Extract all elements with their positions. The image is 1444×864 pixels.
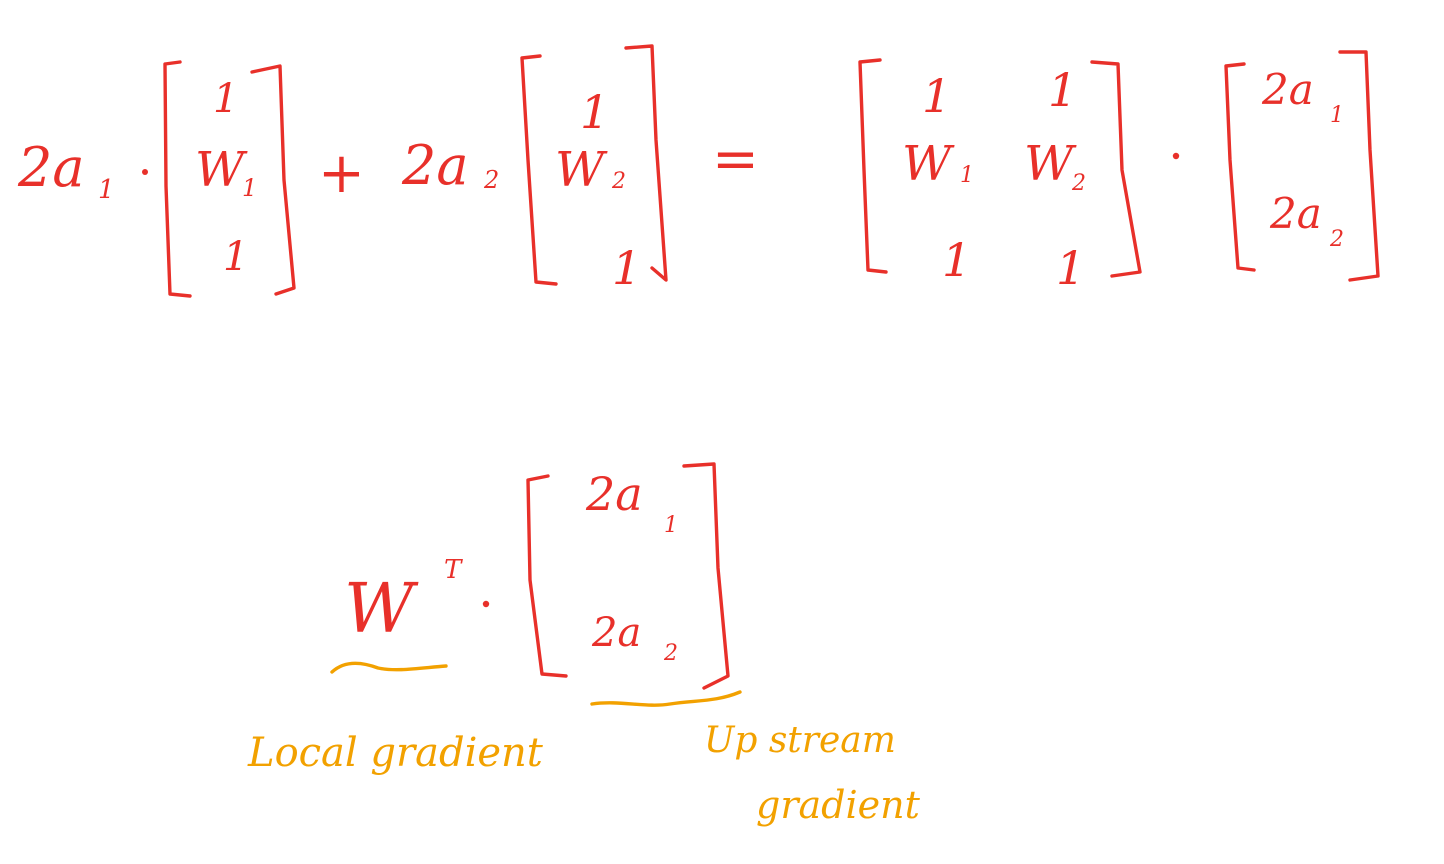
vector-1-right-bracket (250, 64, 296, 296)
term-2-coefficient: 2a 2 (401, 134, 499, 197)
matrix-w-r2c2-subscript: 2 (1071, 171, 1086, 196)
coef-1-text: 2a (17, 136, 85, 199)
vector-1: 1 W 1 1 (163, 60, 296, 298)
matrix-w-r2c1-subscript: 1 (960, 163, 974, 188)
transpose-symbol: T (444, 555, 463, 585)
rhs-vector-r1-subscript: 1 (1330, 103, 1344, 128)
multiply-dot-2 (1172, 152, 1180, 160)
matrix-w-transpose: W (344, 570, 419, 649)
vector-2-top: 1 (580, 85, 609, 139)
local-gradient-label: Local gradient (247, 730, 544, 776)
coef-1-subscript: 1 (98, 175, 115, 205)
vector-2-bottom: 1 (612, 241, 641, 295)
rhs-vector-left-bracket (1224, 62, 1256, 272)
vector-2-mid-subscript: 2 (611, 169, 626, 194)
bottom-vector-r2: 2a (591, 610, 641, 656)
bottom-vector-r2-subscript: 2 (663, 641, 678, 666)
upstream-gradient-label-line1: Up stream (704, 720, 896, 761)
upstream-gradient-annotation: Up stream gradient (590, 690, 921, 827)
matrix-w: 1 1 W 1 W 2 1 1 (858, 58, 1142, 295)
coef-2-text: 2a (401, 134, 469, 197)
equals-sign: = (712, 127, 759, 192)
matrix-w-r1c2: 1 (1048, 63, 1077, 117)
vector-2-right-bracket (624, 44, 668, 282)
local-gradient-annotation: Local gradient (247, 661, 544, 776)
rhs-vector-r2-subscript: 2 (1329, 227, 1344, 252)
vector-1-left-bracket (163, 60, 192, 298)
upstream-gradient-label-line2: gradient (756, 783, 921, 827)
vector-2-left-bracket (520, 54, 558, 286)
vector-2-mid: W (555, 142, 608, 198)
local-gradient-underline (330, 661, 448, 674)
matrix-w-right-bracket (1090, 60, 1142, 278)
bottom-equation: W T 2a 1 2a 2 (344, 462, 730, 690)
rhs-vector-r2: 2a (1269, 189, 1322, 238)
bottom-vector-r1: 2a (585, 467, 643, 521)
plus-sign: + (318, 141, 365, 206)
vector-2: 1 W 2 1 (520, 44, 668, 295)
matrix-w-r3c1: 1 (942, 233, 971, 287)
matrix-w-r2c1: W (902, 136, 955, 192)
coef-2-subscript: 2 (483, 166, 499, 194)
multiply-dot (142, 169, 148, 175)
term-1-coefficient: 2a 1 (17, 136, 148, 205)
bottom-vector-left-bracket (526, 474, 568, 678)
vector-1-bottom: 1 (223, 234, 248, 280)
vector-1-mid: W (195, 142, 248, 198)
matrix-w-left-bracket (858, 58, 888, 274)
bottom-vector-r1-subscript: 1 (664, 513, 678, 538)
bottom-vector-right-bracket (682, 462, 730, 690)
vector-1-top: 1 (213, 76, 238, 122)
matrix-w-r3c2: 1 (1056, 241, 1085, 295)
upstream-vector-top: 2a 1 2a 2 (1224, 50, 1380, 282)
matrix-w-r1c1: 1 (922, 69, 951, 123)
matrix-w-r2c2: W (1024, 136, 1077, 192)
rhs-vector-right-bracket (1338, 50, 1380, 282)
upstream-gradient-underline (590, 690, 742, 707)
vector-1-mid-subscript: 1 (242, 174, 257, 202)
rhs-vector-r1: 2a (1261, 65, 1314, 114)
multiply-dot-3 (482, 600, 490, 608)
